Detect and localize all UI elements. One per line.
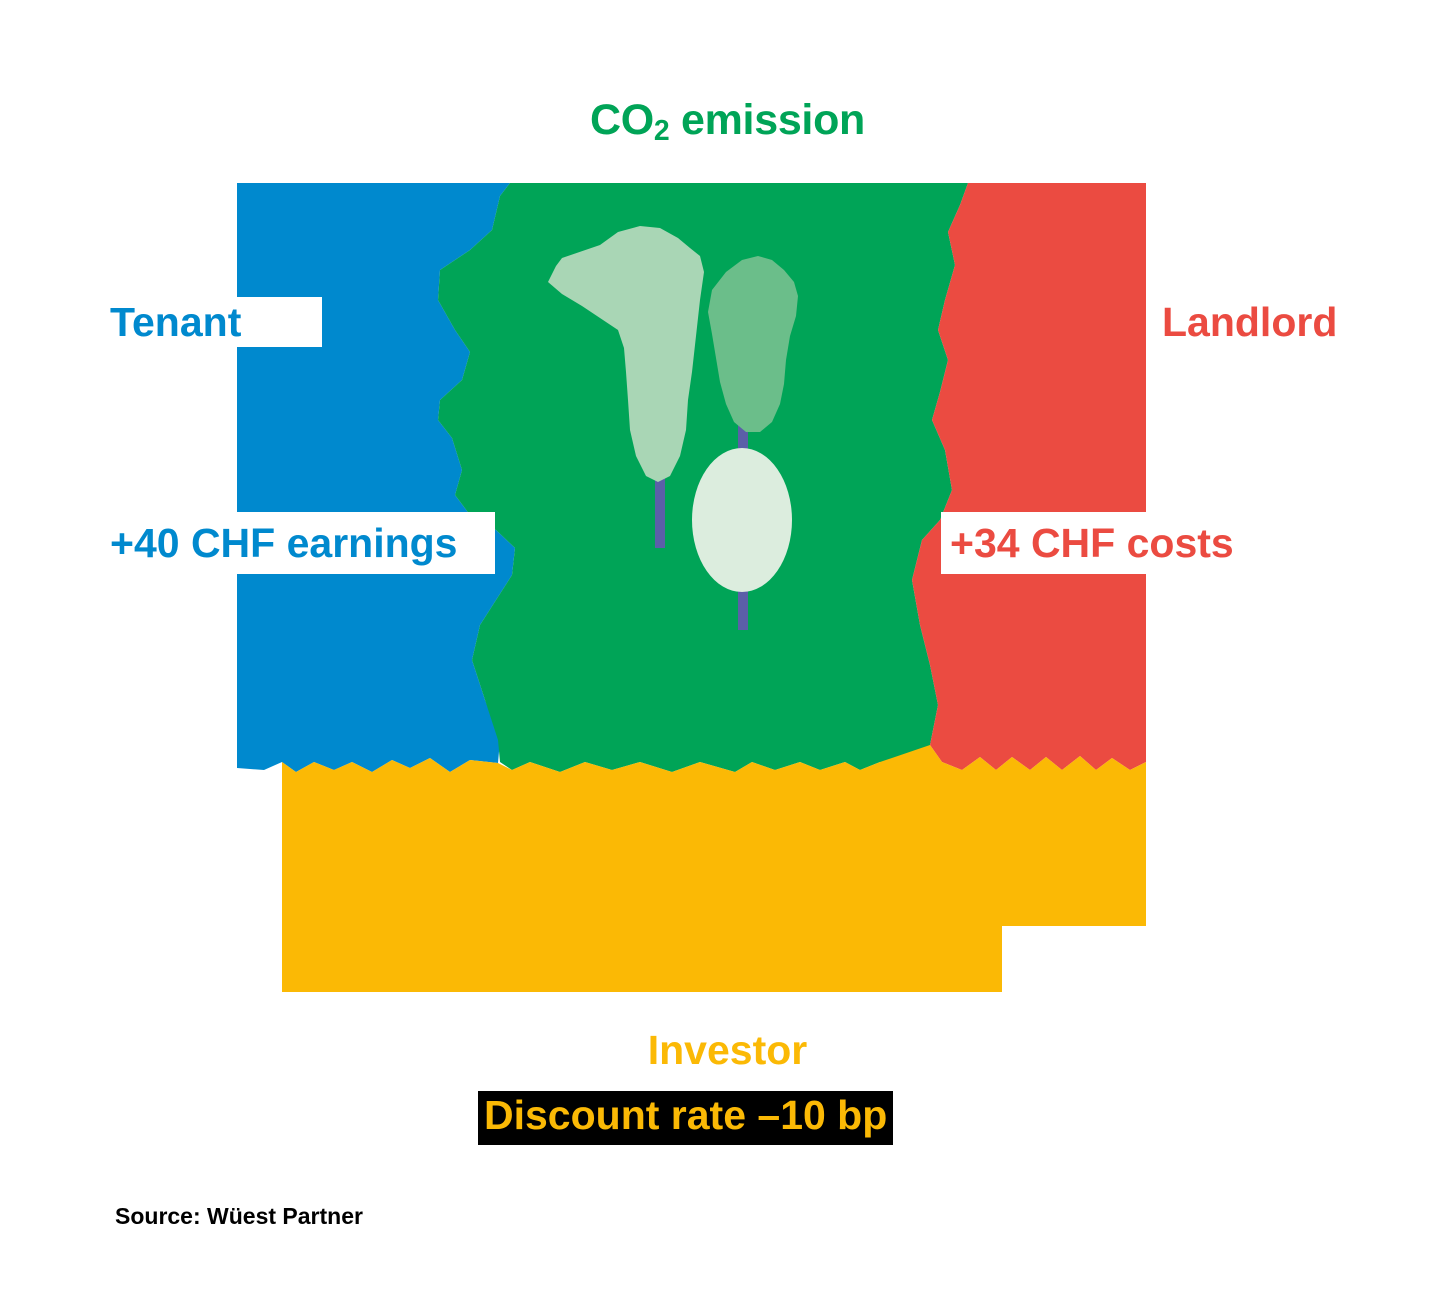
- tree-canopy-left: [548, 226, 704, 482]
- label-landlord: Landlord: [1162, 297, 1337, 347]
- label-tenant-value-text: +40 CHF earnings: [110, 519, 458, 566]
- page-title-prefix: CO: [589, 96, 654, 144]
- label-landlord-text: Landlord: [1162, 298, 1338, 345]
- tree-trunk-left: [655, 468, 665, 548]
- label-investor: Investor: [0, 1030, 1455, 1071]
- label-landlord-value-text: +34 CHF costs: [950, 519, 1234, 566]
- label-tenant-value: +40 CHF earnings: [110, 512, 495, 574]
- region-landlord[interactable]: [912, 183, 1146, 770]
- tree-illustration-group: [548, 226, 798, 630]
- source-note: Source: Wüest Partner: [115, 1203, 363, 1229]
- label-discount-rate: Discount rate –10 bp: [478, 1091, 894, 1145]
- page-title-subscript: 2: [653, 115, 670, 148]
- label-tenant-text: Tenant: [110, 298, 242, 345]
- region-investor[interactable]: [282, 745, 1146, 992]
- page-title-suffix: emission: [669, 96, 866, 144]
- label-landlord-value: +34 CHF costs: [941, 512, 1292, 574]
- label-investor-text: Investor: [647, 1027, 808, 1073]
- tree-canopy-middle: [708, 256, 798, 432]
- label-tenant: Tenant: [110, 297, 322, 347]
- label-discount-rate-text: Discount rate –10 bp: [484, 1092, 888, 1138]
- page-title: CO2 emission: [0, 96, 1455, 148]
- tree-canopy-right: [692, 448, 792, 592]
- tree-trunk-right: [738, 570, 748, 630]
